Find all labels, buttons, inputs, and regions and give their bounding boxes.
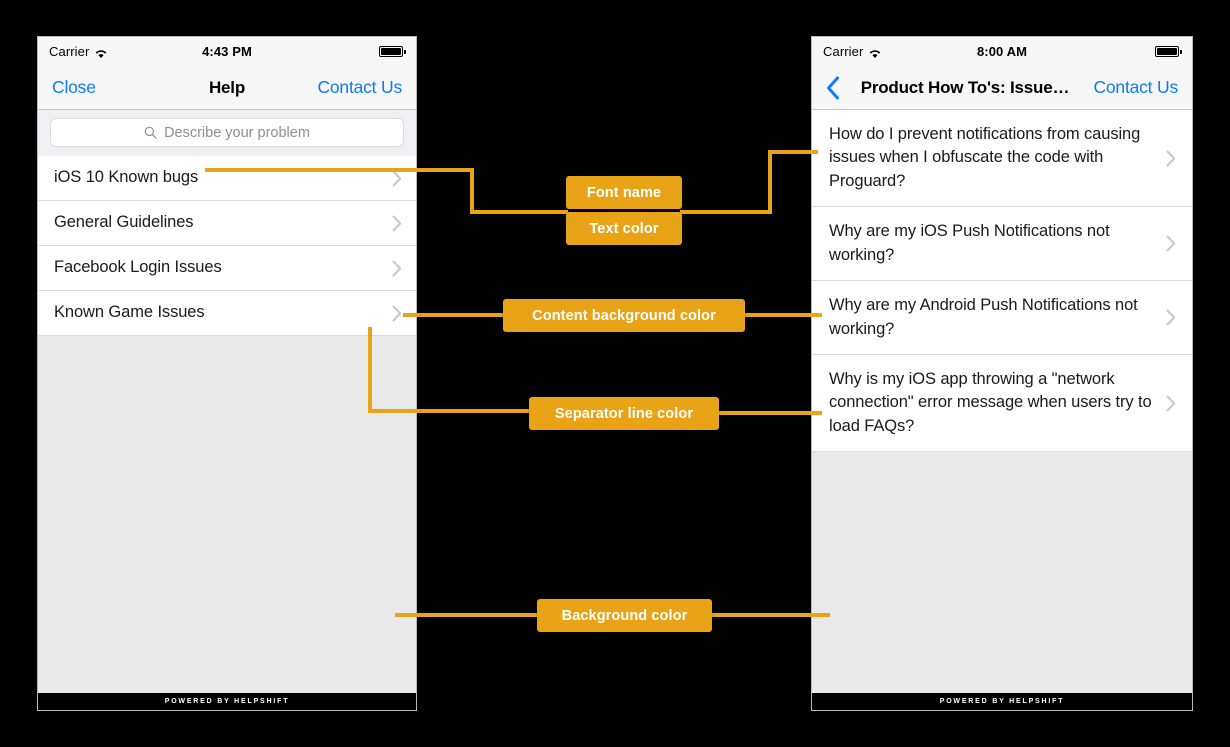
helpshift-footer: POWERED BY HELPSHIFT: [812, 693, 1192, 710]
page-title: Product How To's: Issue…: [860, 77, 1070, 97]
list-item[interactable]: Known Game Issues: [38, 291, 416, 336]
helpshift-footer: POWERED BY HELPSHIFT: [38, 693, 416, 710]
callout-background-color[interactable]: Background color: [537, 599, 712, 632]
carrier-label: Carrier: [49, 44, 90, 59]
nav-right-slot: Contact Us: [1093, 77, 1178, 98]
wifi-icon: [868, 47, 882, 59]
list-item-label: Why is my iOS app throwing a "network co…: [829, 369, 1152, 435]
chevron-right-icon: [1166, 235, 1176, 252]
search-icon: [144, 126, 157, 139]
list-item-label: General Guidelines: [54, 213, 194, 232]
list-item[interactable]: Why is my iOS app throwing a "network co…: [812, 354, 1192, 453]
nav-bar-left: Close Help Contact Us: [38, 66, 416, 110]
contact-us-button[interactable]: Contact Us: [1093, 77, 1178, 97]
list-item-label: Known Game Issues: [54, 303, 205, 322]
nav-left-slot: Close: [52, 77, 96, 98]
status-bar-left-group: Carrier: [49, 44, 108, 59]
status-bar-right: Carrier 8:00 AM: [812, 37, 1192, 66]
clock-label: 8:00 AM: [976, 44, 1028, 59]
chevron-right-icon: [1166, 150, 1176, 167]
connector-font-right-h2: [768, 150, 818, 154]
connector-separator-left-h: [368, 409, 531, 413]
list-item[interactable]: Why are my Android Push Notifications no…: [812, 281, 1192, 355]
connector-contentbg-right: [743, 313, 822, 317]
connector-separator-left-v: [368, 327, 372, 413]
nav-right-slot: Contact Us: [317, 77, 402, 98]
nav-left-slot: [826, 76, 840, 100]
chevron-left-icon[interactable]: [826, 76, 840, 100]
chevron-right-icon: [392, 215, 402, 232]
empty-background-area: [38, 336, 416, 693]
battery-cap-icon: [1180, 49, 1182, 54]
nav-bar-right: Product How To's: Issue… Contact Us: [812, 66, 1192, 110]
connector-background-right: [710, 613, 830, 617]
search-input[interactable]: Describe your problem: [50, 118, 404, 147]
status-bar-right-group: [1155, 46, 1182, 57]
battery-full-icon: [1155, 46, 1179, 57]
callout-text-color[interactable]: Text color: [566, 212, 682, 245]
chevron-right-icon: [1166, 395, 1176, 412]
chevron-right-icon: [392, 170, 402, 187]
list-item-label: Why are my iOS Push Notifications not wo…: [829, 222, 1110, 264]
empty-background-area: [812, 452, 1192, 693]
list-item[interactable]: General Guidelines: [38, 201, 416, 246]
chevron-right-icon: [392, 305, 402, 322]
list-item-label: Why are my Android Push Notifications no…: [829, 296, 1138, 338]
list-item[interactable]: How do I prevent notifications from caus…: [812, 110, 1192, 208]
page-title: Help: [208, 77, 246, 97]
list-item-label: How do I prevent notifications from caus…: [829, 125, 1141, 190]
connector-font-right-v: [768, 150, 772, 214]
connector-separator-right-h: [717, 411, 822, 415]
chevron-right-icon: [392, 260, 402, 277]
list-item-label: Facebook Login Issues: [54, 258, 222, 277]
connector-font-left-h2: [470, 210, 568, 214]
wifi-icon: [94, 47, 108, 59]
callout-content-background-color[interactable]: Content background color: [503, 299, 745, 332]
list-item[interactable]: iOS 10 Known bugs: [38, 156, 416, 201]
callout-separator-line-color[interactable]: Separator line color: [529, 397, 719, 430]
status-bar-right-group: [379, 46, 406, 57]
search-placeholder: Describe your problem: [164, 124, 310, 141]
faq-section-list: iOS 10 Known bugs General Guidelines Fac…: [38, 156, 416, 336]
phone-left-screen: Carrier 4:43 PM Close Help Contact Us: [37, 36, 417, 711]
contact-us-button[interactable]: Contact Us: [317, 77, 402, 97]
chevron-right-icon: [1166, 309, 1176, 326]
list-item[interactable]: Why are my iOS Push Notifications not wo…: [812, 207, 1192, 282]
clock-label: 4:43 PM: [202, 44, 252, 59]
battery-full-icon: [379, 46, 403, 57]
battery-cap-icon: [404, 49, 406, 54]
faq-list: How do I prevent notifications from caus…: [812, 110, 1192, 453]
connector-font-left-h1: [205, 168, 474, 172]
carrier-label: Carrier: [823, 44, 864, 59]
phone-right-screen: Carrier 8:00 AM Product How To's: Issue……: [811, 36, 1193, 711]
connector-font-right-h1: [680, 210, 772, 214]
status-bar-left: Carrier 4:43 PM: [38, 37, 416, 66]
list-item-label: iOS 10 Known bugs: [54, 168, 199, 187]
status-bar-left-group: Carrier: [823, 44, 882, 59]
connector-background-left: [395, 613, 539, 617]
connector-font-left-v: [470, 168, 474, 214]
search-container: Describe your problem: [38, 110, 416, 156]
list-item[interactable]: Facebook Login Issues: [38, 246, 416, 291]
close-button[interactable]: Close: [52, 77, 96, 97]
connector-contentbg-left: [403, 313, 505, 317]
callout-font-name[interactable]: Font name: [566, 176, 682, 209]
